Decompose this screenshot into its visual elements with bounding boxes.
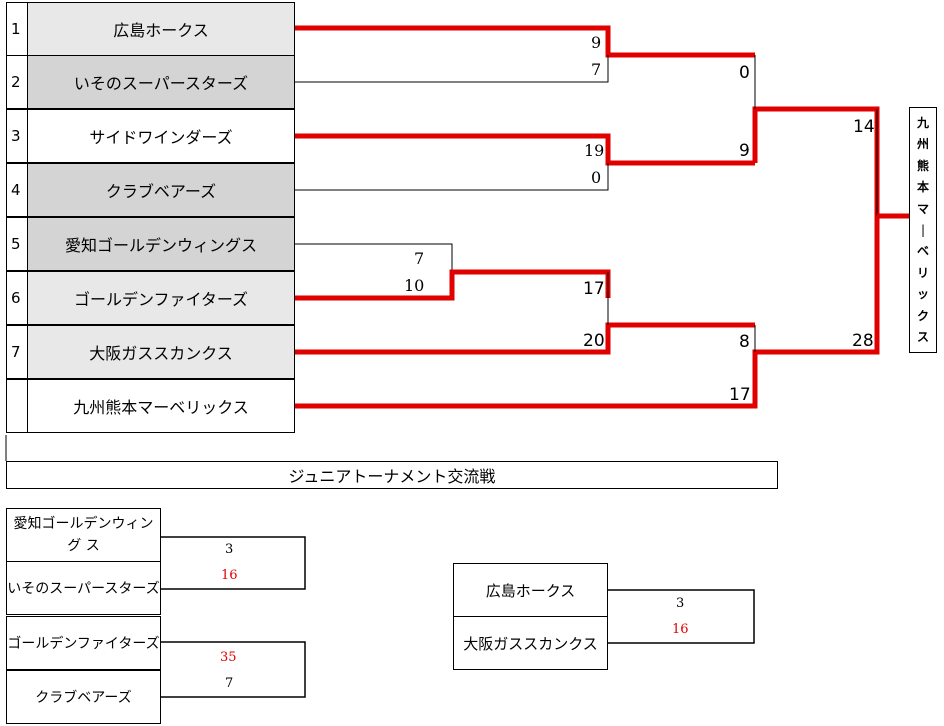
team-5: 愛知ゴールデンウィングス	[27, 217, 295, 271]
jr-match3-team-top: 広島ホークス	[453, 563, 608, 617]
score-r1c-top: 7	[414, 249, 425, 268]
jr-match3-score-bot: 16	[672, 622, 689, 637]
champion-char: リ	[916, 265, 929, 280]
junior-title: ジュニアトーナメント交流戦	[6, 461, 778, 489]
line-team4	[295, 163, 609, 191]
jr-match3-team-bot: 大阪ガススカンクス	[453, 616, 608, 670]
champion-char: |	[920, 222, 926, 237]
line-team7-win	[295, 322, 755, 355]
jr-match1-team-top: 愛知ゴールデンウィング ス	[6, 508, 161, 562]
score-final-bot: 28	[852, 331, 874, 351]
score-r1c-bot: 10	[404, 276, 425, 295]
line-team2	[295, 55, 609, 83]
score-qfc-bot: 20	[583, 331, 605, 351]
seed-6: 6	[6, 271, 28, 325]
line-team6-win	[295, 269, 611, 301]
team-4: クラブベアーズ	[27, 163, 295, 217]
champion-char: ベ	[916, 244, 929, 259]
seed-2: 2	[6, 55, 28, 109]
seed-1: 1	[6, 2, 28, 56]
jr-line-match2	[160, 641, 306, 698]
champion-char: 本	[916, 180, 929, 195]
score-r1b-top: 19	[584, 141, 605, 160]
line-team3-win	[295, 133, 755, 166]
champion-char: ッ	[916, 287, 929, 302]
team-8: 九州熊本マーベリックス	[27, 379, 295, 433]
team-3: サイドワインダーズ	[27, 109, 295, 163]
champion-char: 熊	[916, 158, 929, 173]
jr-match2-team-bot: クラブベアーズ	[6, 670, 161, 724]
champion-char: ク	[916, 308, 929, 323]
line-team5	[295, 243, 453, 272]
line-team1-win	[295, 25, 755, 58]
score-sfb-top: 8	[739, 332, 750, 352]
champion-box: 九 州 熊 本 マ | ベ リ ッ ク ス	[909, 107, 937, 353]
jr-match3-score-top: 3	[676, 596, 685, 611]
champion-char: ス	[916, 330, 929, 345]
seed-8	[6, 379, 28, 433]
seed-7: 7	[6, 325, 28, 379]
seed-5: 5	[6, 217, 28, 271]
champion-char: 州	[916, 137, 929, 152]
team-6: ゴールデンファイターズ	[27, 271, 295, 325]
jr-match1-team-bot: いそのスーパースターズ	[6, 561, 161, 615]
score-r1a-top: 9	[591, 33, 602, 52]
seed-3: 3	[6, 109, 28, 163]
score-final-top: 14	[853, 117, 875, 137]
score-sfa-bot: 9	[739, 141, 750, 161]
champion-char: マ	[916, 201, 929, 216]
jr-line-match1	[160, 536, 306, 590]
team-2: いそのスーパースターズ	[27, 55, 295, 109]
jr-line-match3	[607, 589, 755, 644]
jr-match1-score-bot: 16	[221, 568, 238, 583]
team-1: 広島ホークス	[27, 2, 295, 56]
score-sfa-top: 0	[739, 63, 750, 83]
seed-4: 4	[6, 163, 28, 217]
score-sfb-bot: 17	[729, 385, 751, 405]
team-7: 大阪ガススカンクス	[27, 325, 295, 379]
score-qfc-top: 17	[583, 279, 605, 299]
score-r1a-bot: 7	[591, 60, 602, 79]
jr-match2-score-top: 35	[220, 650, 237, 665]
jr-match2-score-bot: 7	[225, 676, 234, 691]
champion-char: 九	[916, 115, 929, 130]
jr-match2-team-top: ゴールデンファイターズ	[6, 616, 161, 670]
jr-match1-score-top: 3	[225, 542, 234, 557]
score-r1b-bot: 0	[591, 168, 602, 187]
